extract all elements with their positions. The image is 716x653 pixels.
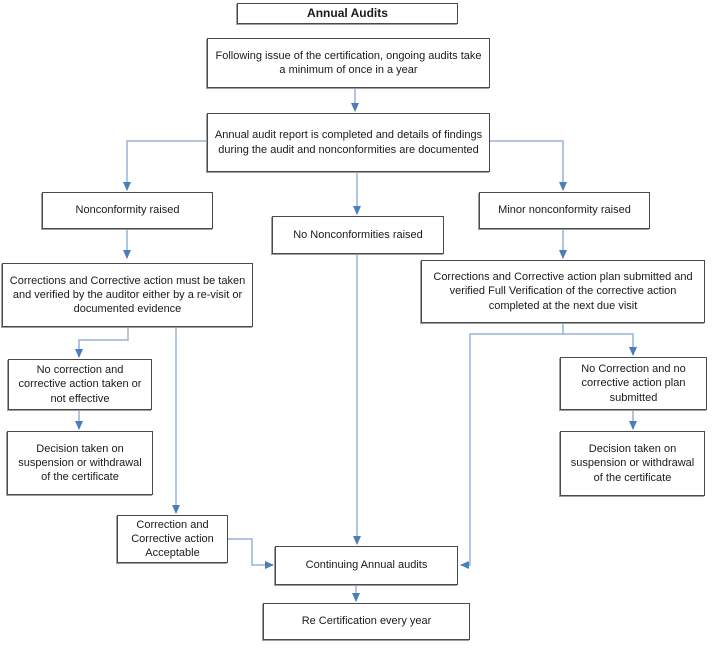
node-continuing-annual-audits: Continuing Annual audits	[275, 546, 458, 585]
node-corrections-must-be-taken: Corrections and Corrective action must b…	[2, 263, 253, 327]
node-annual-audits-title: Annual Audits	[237, 3, 458, 24]
node-following-issue: Following issue of the certification, on…	[207, 38, 490, 88]
node-audit-report: Annual audit report is completed and det…	[207, 113, 490, 172]
node-corrections-plan-submitted: Corrections and Corrective action plan s…	[421, 260, 705, 323]
connector-acceptable-to-continuing	[228, 538, 274, 569]
node-no-nonconformities-raised: No Nonconformities raised	[272, 216, 444, 254]
node-decision-suspension-right: Decision taken on suspension or withdraw…	[560, 431, 705, 496]
node-recertification: Re Certification every year	[263, 603, 470, 640]
connector-corrections-plan-to-no-correction-plan	[563, 333, 637, 356]
connector-report-to-nonconformity	[123, 140, 207, 191]
node-decision-suspension-left: Decision taken on suspension or withdraw…	[7, 431, 153, 495]
connector-report-to-minor-nonconformity	[490, 140, 567, 191]
node-no-correction-taken: No correction and corrective action take…	[8, 359, 152, 410]
node-correction-acceptable: Correction and Corrective action Accepta…	[117, 515, 228, 563]
node-nonconformity-raised: Nonconformity raised	[42, 192, 213, 229]
connector-corrections-to-no-correction	[75, 327, 129, 358]
node-minor-nonconformity-raised: Minor nonconformity raised	[479, 192, 650, 229]
node-no-correction-plan-submitted: No Correction and no corrective action p…	[560, 357, 707, 410]
connector-corrections-plan-to-continuing	[460, 323, 564, 569]
